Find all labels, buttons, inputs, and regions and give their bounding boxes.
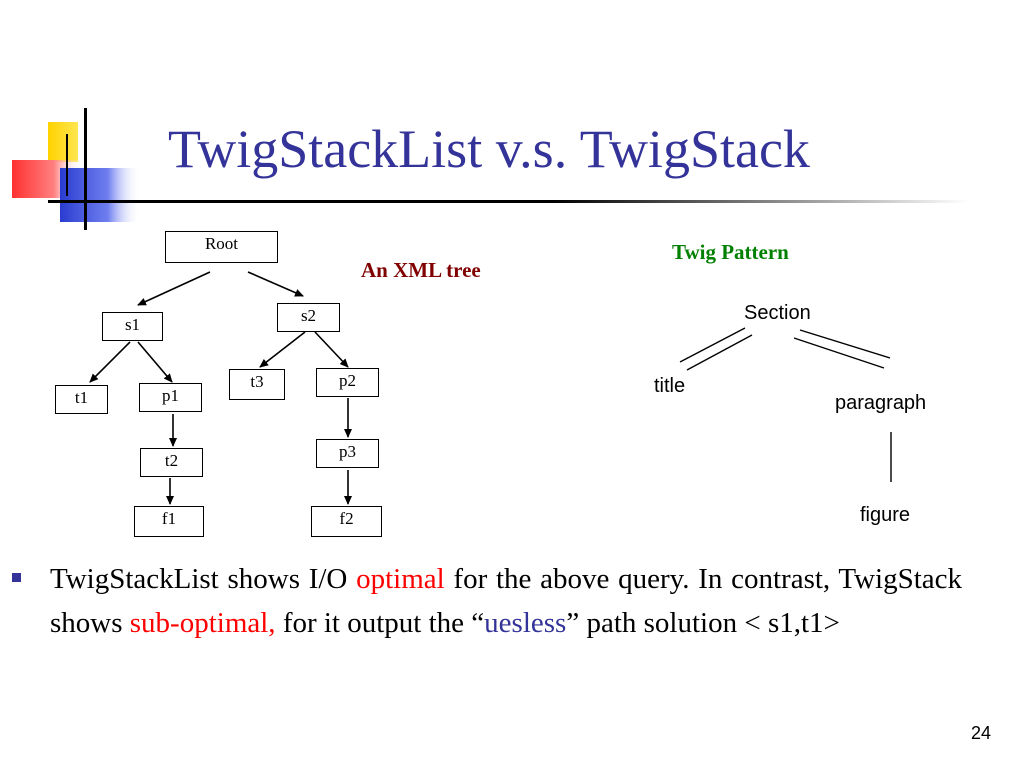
bullet-part-4: ” path solution < s1,t1> <box>566 607 840 639</box>
twig-node-section: Section <box>744 302 811 324</box>
node-t3: t3 <box>229 369 285 400</box>
xml-tree-caption: An XML tree <box>361 258 481 282</box>
edge-s2-p2 <box>314 331 349 368</box>
node-f1: f1 <box>134 506 204 537</box>
twig-edge-section-paragraph-b <box>793 337 885 369</box>
node-s2: s2 <box>277 303 340 332</box>
node-f2: f2 <box>311 506 382 537</box>
twig-edge-section-paragraph-a <box>799 329 891 359</box>
title-underline <box>48 200 968 203</box>
edge-s2-t3 <box>259 331 306 368</box>
highlight-suboptimal: sub-optimal, <box>129 607 276 639</box>
twig-node-title: title <box>654 375 686 397</box>
decorative-logo <box>12 108 140 230</box>
bullet-text: TwigStackList shows I/O optimal for the … <box>50 557 962 645</box>
highlight-useless: uesless <box>484 607 567 639</box>
edge-s1-p1 <box>137 341 173 383</box>
highlight-optimal: optimal <box>356 563 445 595</box>
twig-node-figure: figure <box>860 504 911 526</box>
node-p3: p3 <box>316 439 379 468</box>
bullet-part-3: for it output the “ <box>275 607 485 639</box>
slide-title: TwigStackList v.s. TwigStack <box>168 119 810 179</box>
twig-pattern-caption: Twig Pattern <box>672 240 789 264</box>
twig-pattern-edges <box>679 327 892 482</box>
bullet-marker <box>12 573 21 582</box>
bullet-part-1: TwigStackList shows I/O <box>50 563 357 595</box>
twig-edge-section-title-a <box>679 327 746 363</box>
node-p2: p2 <box>316 368 379 397</box>
edge-s1-t1 <box>89 341 131 383</box>
node-s1: s1 <box>102 312 163 341</box>
node-t1: t1 <box>55 385 108 414</box>
twig-edge-section-title-b <box>686 334 753 371</box>
node-root: Root <box>165 231 278 263</box>
edge-root-s1 <box>137 271 211 306</box>
node-p1: p1 <box>139 383 202 412</box>
twig-node-paragraph: paragraph <box>835 392 927 414</box>
page-number: 24 <box>970 723 991 743</box>
bullet-part-2: for the above query. In contrast, TwigSt… <box>50 563 962 639</box>
node-t2: t2 <box>140 448 203 477</box>
edge-root-s2 <box>247 271 304 297</box>
